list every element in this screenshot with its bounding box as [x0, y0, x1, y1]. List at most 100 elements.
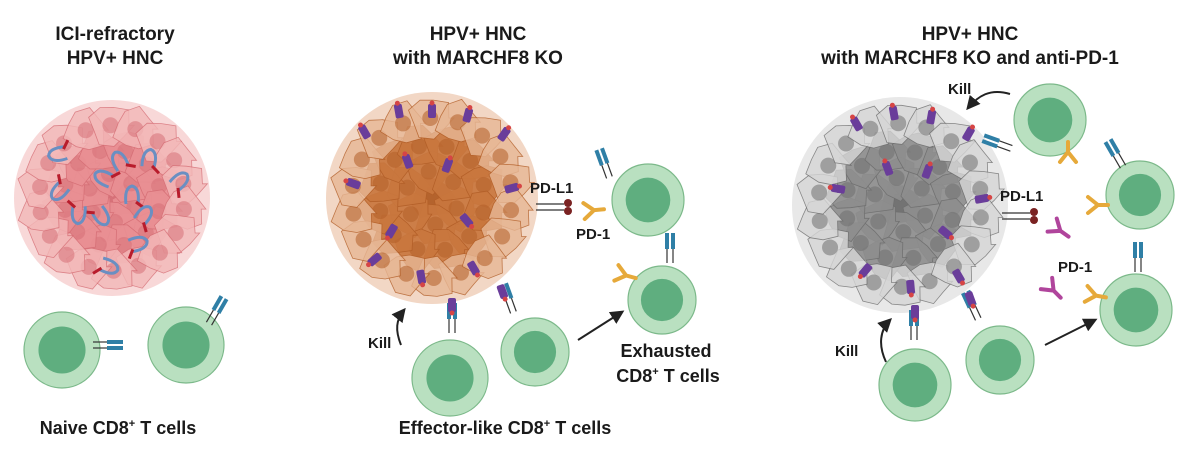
- antigen-peptide: [475, 272, 480, 278]
- anti-pd1-antibody-shape: [1038, 275, 1063, 300]
- antigen-peptide: [506, 125, 512, 131]
- antigen-peptide: [927, 161, 933, 167]
- tcr-receptor-stem: [997, 145, 1011, 152]
- pd-1-receptor-shape: [612, 263, 638, 283]
- mhc-complex: [921, 161, 933, 179]
- mhc-body: [974, 193, 990, 204]
- naive-t-cells: [23, 295, 229, 389]
- tumor-nucleus: [865, 274, 882, 291]
- tumor-nucleus: [931, 158, 948, 175]
- pd-l1-head: [1030, 208, 1038, 216]
- receptor-loop: [132, 205, 153, 227]
- mhc-complex: [385, 223, 398, 241]
- mhc-complex: [906, 279, 916, 298]
- tumor-nucleus: [476, 250, 493, 267]
- tumor-nucleus: [877, 249, 894, 266]
- mhc-body: [952, 268, 965, 284]
- tumor-nucleus: [906, 144, 923, 161]
- tcr-receptor-arm: [1139, 242, 1143, 258]
- tumor-cluster-orange: [326, 92, 572, 304]
- tumor-nucleus: [149, 133, 166, 150]
- mhc-body: [850, 116, 863, 132]
- mhc-complex: [952, 268, 965, 286]
- tumor-nucleus: [151, 244, 168, 261]
- tumor-nucleus: [102, 117, 119, 134]
- receptor-loop: [111, 150, 130, 172]
- hpv-antigen-receptor: [47, 139, 70, 163]
- antigen-peptide: [467, 105, 473, 111]
- mhc-complex: [911, 305, 919, 323]
- tumor-nucleus: [56, 201, 73, 218]
- mhc-body: [462, 107, 474, 123]
- tcr-receptor-arm: [107, 340, 123, 344]
- pd-1-receptor: [1086, 195, 1110, 215]
- tumor-nucleus: [895, 224, 912, 241]
- mhc-complex: [926, 106, 937, 125]
- receptor-loop: [127, 235, 149, 254]
- pd-1-receptor: [1058, 140, 1078, 164]
- tumor-nucleus: [944, 183, 961, 200]
- tumor-nucleus: [452, 264, 469, 281]
- antigen-peptide: [394, 100, 400, 106]
- tcr-receptor-arm: [1103, 141, 1116, 158]
- mhc-body: [496, 284, 508, 299]
- hpv-antigen-receptor: [132, 205, 153, 233]
- tcr-receptor-arm: [600, 147, 610, 164]
- panel2-pdl1-label: PD-L1: [530, 180, 573, 197]
- tcr-receptor-stem: [974, 304, 982, 319]
- tumor-nucleus: [839, 210, 856, 227]
- tumor-nucleus: [355, 231, 372, 248]
- receptor-tail: [127, 248, 135, 260]
- tumor-nucleus: [58, 246, 75, 263]
- t-cell-nucleus: [978, 338, 1022, 382]
- tumor-cluster-pink: [14, 100, 210, 296]
- tumor-nucleus: [811, 184, 828, 201]
- mhc-body: [402, 154, 414, 169]
- mhc-body: [367, 252, 382, 267]
- antigen-peptide: [469, 223, 475, 229]
- panel2-title-line2: with MARCHF8 KO: [392, 48, 563, 69]
- tumor-nucleus: [972, 181, 989, 198]
- tumor-nucleus: [972, 209, 989, 226]
- panel2-exhausted-line2: CD8+ T cells: [616, 366, 719, 386]
- mhc-complex: [448, 298, 456, 316]
- t-cell-nucleus: [1027, 97, 1073, 143]
- tcr-receptor-arm: [1108, 138, 1121, 155]
- antigen-peptide: [447, 155, 453, 161]
- pd-l1-head: [564, 207, 572, 215]
- anti-pd1-antibody: [1045, 216, 1071, 239]
- mhc-complex: [504, 182, 522, 194]
- tumor-nucleus: [917, 207, 934, 224]
- tumor-nucleus: [475, 176, 492, 193]
- tcr-receptor: [665, 233, 675, 263]
- tumor-nucleus: [492, 148, 509, 165]
- mhc-complex: [459, 213, 475, 229]
- antigen-peptide: [502, 296, 508, 302]
- tumor-nucleus: [930, 236, 947, 253]
- antigen-peptide: [912, 317, 918, 323]
- antigen-peptide: [850, 114, 855, 120]
- antigen-peptide: [908, 292, 914, 298]
- mhc-body: [964, 291, 976, 306]
- tcr-receptor-arm: [107, 346, 123, 350]
- tumor-nucleus: [474, 127, 491, 144]
- mhc-complex: [393, 100, 404, 119]
- pd-1-receptor-shape: [1058, 140, 1078, 164]
- tcr-receptor: [205, 295, 229, 326]
- antigen-peptide: [516, 183, 522, 189]
- hpv-antigen-receptor: [66, 199, 87, 226]
- tcr-receptor-arm: [216, 298, 229, 315]
- mhc-complex: [974, 193, 993, 204]
- tcr-receptor-stem: [510, 298, 517, 312]
- tumor-nucleus: [811, 212, 828, 229]
- tcr-receptor: [93, 340, 123, 350]
- effector-t-cells: [391, 147, 697, 417]
- mhc-body: [393, 103, 404, 119]
- hpv-antigen-receptor: [140, 147, 161, 175]
- kill-arrow: [391, 307, 406, 346]
- hpv-antigen-receptor: [168, 171, 190, 199]
- tumor-nucleus: [822, 239, 839, 256]
- tumor-nucleus: [402, 206, 419, 223]
- panel-ici-refractory: ICI-refractory HPV+ HNC Naive CD8+ T cel…: [14, 24, 229, 438]
- tumor-nucleus: [888, 169, 905, 186]
